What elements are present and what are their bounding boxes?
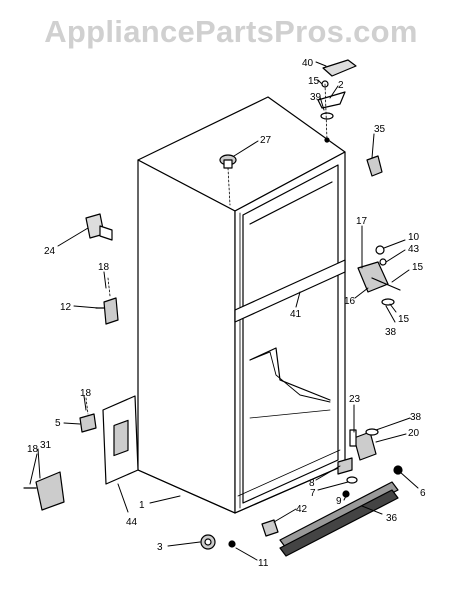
callout-1: 1 — [139, 500, 145, 511]
callout-39: 39 — [310, 92, 322, 103]
callout-41: 41 — [290, 309, 302, 320]
leader-lines — [29, 61, 419, 561]
callout-11: 11 — [258, 558, 269, 569]
callout-31: 31 — [40, 440, 52, 451]
callout-38: 38 — [410, 412, 422, 423]
part-36-icon — [279, 481, 399, 557]
watermark: AppliancePartsPros.com — [44, 14, 418, 49]
part-8-7-9-icons — [337, 457, 358, 498]
right-hinge-assembly — [357, 245, 401, 306]
callout-15: 15 — [398, 314, 410, 325]
callout-36: 36 — [386, 513, 398, 524]
callout-labels: 40 15 2 39 35 27 24 17 10 43 15 18 12 41… — [27, 58, 426, 569]
part-11-icon — [228, 540, 236, 548]
part-5-icon — [79, 397, 97, 433]
callout-44: 44 — [126, 517, 138, 528]
callout-2: 2 — [338, 80, 344, 91]
part-12-icon — [95, 277, 119, 325]
callout-15: 15 — [412, 262, 424, 273]
callout-23: 23 — [349, 394, 361, 405]
callout-35: 35 — [374, 124, 386, 135]
callout-43: 43 — [408, 244, 420, 255]
callout-8: 8 — [309, 478, 315, 489]
callout-18: 18 — [80, 388, 92, 399]
top-hinge-assembly — [317, 59, 357, 143]
callout-17: 17 — [356, 216, 368, 227]
callout-7: 7 — [310, 488, 316, 499]
callout-40: 40 — [302, 58, 314, 69]
callout-38: 38 — [385, 327, 397, 338]
callout-42: 42 — [296, 504, 308, 515]
part-3-icon — [200, 534, 216, 550]
callout-18: 18 — [27, 444, 39, 455]
callout-20: 20 — [408, 428, 420, 439]
part-31-icon — [23, 471, 65, 511]
callout-12: 12 — [60, 302, 72, 313]
lower-right-hinge — [349, 428, 403, 475]
callout-18: 18 — [98, 262, 110, 273]
callout-10: 10 — [408, 232, 420, 243]
callout-16: 16 — [344, 296, 356, 307]
callout-27: 27 — [260, 135, 272, 146]
part-35-icon — [366, 155, 383, 177]
part-42-icon — [261, 519, 279, 537]
callout-9: 9 — [336, 496, 342, 507]
callout-3: 3 — [157, 542, 163, 553]
part-27-icon — [219, 154, 237, 206]
part-24-icon — [85, 213, 113, 241]
part-44-icon — [102, 395, 139, 485]
callout-6: 6 — [420, 488, 426, 499]
callout-5: 5 — [55, 418, 61, 429]
callout-15: 15 — [308, 76, 320, 87]
cabinet-body — [137, 96, 346, 514]
callout-24: 24 — [44, 246, 56, 257]
